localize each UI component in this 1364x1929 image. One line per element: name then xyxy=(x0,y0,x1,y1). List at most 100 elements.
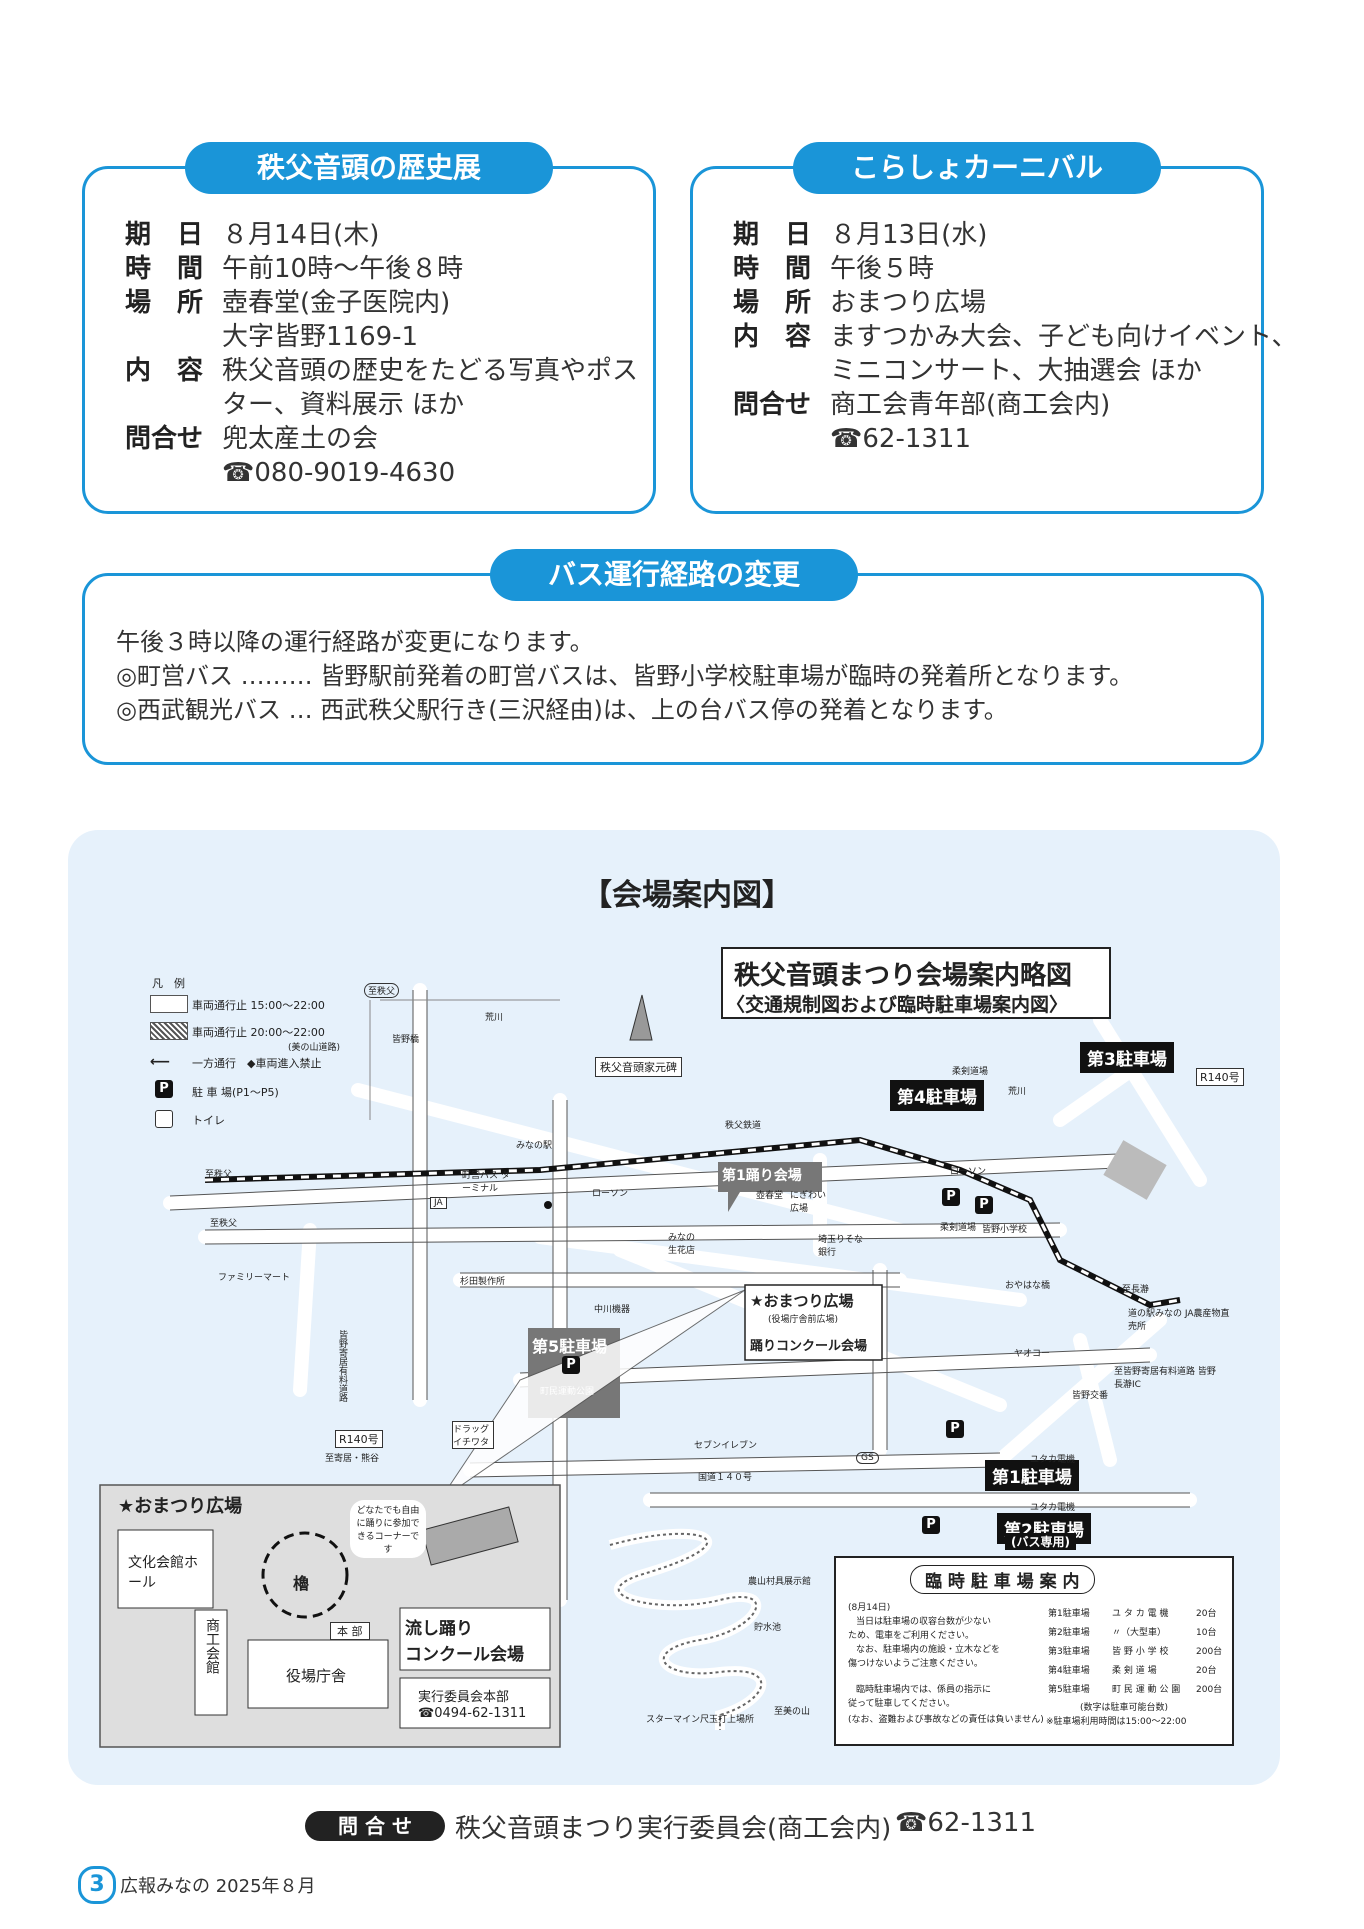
history-row: ☎080-9019-4630 xyxy=(125,456,645,490)
inset-honbu: 本 部 xyxy=(330,1622,370,1640)
r140-left-sub: 至寄居・熊谷 xyxy=(325,1454,380,1464)
history-row-key: 期 日 xyxy=(125,220,204,250)
nigiwai-label: にぎわい広場 xyxy=(790,1191,827,1214)
to-chichibu-2: 至秩父 xyxy=(210,1219,238,1229)
oyahana-bridge: おやはな橋 xyxy=(1005,1281,1051,1291)
bus-line-2: ◎町営バス ……… 皆野駅前発着の町営バスは、皆野小学校駐車場が臨時の発着所とな… xyxy=(116,662,1134,690)
pg-list-no: 第4駐車場 xyxy=(1048,1666,1090,1676)
history-row-value: 秩父音頭の歴史をたどる写真やポス xyxy=(222,356,639,386)
bus-line-1: 午後３時以降の運行経路が変更になります。 xyxy=(116,628,594,656)
parking-p4-marker: P xyxy=(942,1188,960,1206)
bus-title: バス運行経路の変更 xyxy=(490,549,858,601)
legend-item-3: (美の山道路) xyxy=(288,1043,341,1053)
carnival-row-value: おまつり広場 xyxy=(830,288,987,318)
bus-box xyxy=(82,573,1264,765)
yutaka-1: ユタカ電機 xyxy=(1030,1455,1076,1465)
carnival-box xyxy=(690,166,1264,514)
minoyama-label: 至美の山 xyxy=(774,1707,811,1717)
lawson-1: ローソン xyxy=(592,1189,629,1199)
bus-terminal-label: 町営バス ターミナル xyxy=(462,1171,510,1194)
history-row: 時 間午前10時～午後８時 xyxy=(125,252,645,286)
toll-road-label: 皆野寄居有料道路 xyxy=(337,1330,347,1402)
pg-note-5: 臨時駐車場内では、係員の指示に xyxy=(856,1685,992,1695)
carnival-row-value: ますつかみ大会、子ども向けイベント、 xyxy=(830,322,1298,352)
parking-p3-marker: P xyxy=(975,1196,993,1214)
pg-date: (8月14日) xyxy=(848,1603,891,1613)
history-row-value: ター、資料展示 ほか xyxy=(222,390,465,420)
carnival-row-value: ミニコンサート、大抽選会 ほか xyxy=(830,356,1202,386)
rail-label: 秩父鉄道 xyxy=(725,1121,762,1131)
pg-list-place: 〃（大型車） xyxy=(1112,1628,1167,1638)
gs-label: GS xyxy=(856,1452,879,1464)
legend-item-5: 駐 車 場(P1～P5) xyxy=(192,1086,279,1099)
carnival-row: 場 所おまつり広場 xyxy=(733,286,1253,320)
history-row-key: 問合せ xyxy=(125,424,204,454)
parking-5-label: 第5駐車場 xyxy=(532,1337,608,1356)
pg-list-place: 町 民 運 動 公 園 xyxy=(1112,1685,1181,1695)
pg-title: 臨 時 駐 車 場 案 内 xyxy=(910,1565,1095,1594)
to-chichibu-1: 至秩父 xyxy=(205,1170,233,1180)
pg-list-no: 第2駐車場 xyxy=(1048,1628,1090,1638)
festival-sub: (役場庁舎前広場) xyxy=(768,1315,839,1325)
r140-right: R140号 xyxy=(1196,1068,1244,1086)
sugita-label: 杉田製作所 xyxy=(460,1277,506,1287)
inset-yakuba: 役場庁舎 xyxy=(286,1667,347,1685)
parking-4-label: 第4駐車場 xyxy=(890,1080,984,1111)
history-row: 場 所壺春堂(金子医院内) xyxy=(125,286,645,320)
carnival-row-value: ８月13日(水) xyxy=(830,220,988,250)
pg-list-place: 皆 野 小 学 校 xyxy=(1112,1647,1169,1657)
lawson-2: ローソン xyxy=(950,1167,987,1177)
history-row-value: 午前10時～午後８時 xyxy=(222,254,464,284)
contact-tel: ☎62-1311 xyxy=(895,1808,1037,1838)
pg-note-7: (なお、盗難および事故などの責任は負いません) xyxy=(848,1715,1044,1725)
park-label: 町民運動公園 xyxy=(540,1387,595,1397)
inset-jikko: 実行委員会本部 xyxy=(418,1690,510,1705)
map-title-1: 秩父音頭まつり会場案内略図 xyxy=(734,961,1073,991)
school-label: 皆野小学校 xyxy=(982,1225,1028,1235)
history-row-value: ８月14日(木) xyxy=(222,220,380,250)
florist-label: みなの生花店 xyxy=(668,1233,696,1256)
pg-list-cap: 200台 xyxy=(1196,1647,1223,1657)
history-row: ター、資料展示 ほか xyxy=(125,388,645,422)
norinsoko-label: 農山村具展示館 xyxy=(748,1577,812,1587)
inset-note: どなたでも自由に踊りに参加できるコーナーです xyxy=(350,1500,426,1558)
legend-swatch-2 xyxy=(150,1022,188,1040)
carnival-row: 内 容ますつかみ大会、子ども向けイベント、 xyxy=(733,320,1297,354)
parking-3-label: 第3駐車場 xyxy=(1080,1042,1174,1073)
carnival-row-value: 午後５時 xyxy=(830,254,935,284)
pg-note-4: 傷つけないようご注意ください。 xyxy=(848,1659,983,1669)
carnival-row-key: 時 間 xyxy=(733,254,812,284)
judo-1: 柔剣道場 xyxy=(940,1223,977,1233)
yaoko-label: ヤオコー xyxy=(1014,1349,1051,1359)
legend-item-1: 車両通行止 15:00～22:00 xyxy=(192,999,325,1012)
history-row: 問合せ兜太産土の会 xyxy=(125,422,645,456)
pg-foot-2: ※駐車場利用時間は15:00～22:00 xyxy=(1046,1717,1187,1727)
yutaka-2: ユタカ電機 xyxy=(1030,1503,1076,1513)
history-row: 大字皆野1169-1 xyxy=(125,320,645,354)
bus-line-3: ◎西武観光バス … 西武秩父駅行き(三沢経由)は、上の台バス停の発着となります。 xyxy=(116,696,1008,724)
legend-swatch-1 xyxy=(150,995,188,1013)
carnival-row-value: ☎62-1311 xyxy=(830,424,972,454)
inset-title: ★おまつり広場 xyxy=(118,1496,243,1517)
pg-list-no: 第5駐車場 xyxy=(1048,1685,1090,1695)
parking-1-label: 第1駐車場 xyxy=(985,1460,1079,1491)
kosyundo-label: 壺春堂 xyxy=(756,1191,784,1201)
inset-shoko: 商工会館 xyxy=(204,1618,220,1674)
map-heading: 【会場案内図】 xyxy=(582,878,792,913)
map-panel xyxy=(68,830,1280,1785)
pg-list-place: 柔 剣 道 場 xyxy=(1112,1666,1157,1676)
pg-foot-1: (数字は駐車可能台数) xyxy=(1080,1703,1169,1713)
toilet-icon xyxy=(155,1110,173,1128)
history-row: 内 容秩父音頭の歴史をたどる写真やポス xyxy=(125,354,645,388)
history-row-key: 内 容 xyxy=(125,356,204,386)
pg-note-1: 当日は駐車場の収容台数が少ない xyxy=(856,1617,992,1627)
pg-list-cap: 20台 xyxy=(1196,1666,1217,1676)
pond-label: 貯水池 xyxy=(754,1623,782,1633)
map-title-2: 〈交通規制図および臨時駐車場案内図〉 xyxy=(726,994,1069,1016)
legend-item-4: 一方通行 ◆車両進入禁止 xyxy=(192,1057,322,1070)
judo-2: 柔剣道場 xyxy=(952,1067,989,1077)
parking-p1-marker: P xyxy=(946,1420,964,1438)
history-row: 期 日 ８月14日(木) xyxy=(125,218,645,252)
to-hasedo: 至長瀞 xyxy=(1122,1285,1150,1295)
history-row-key: 場 所 xyxy=(125,288,204,318)
